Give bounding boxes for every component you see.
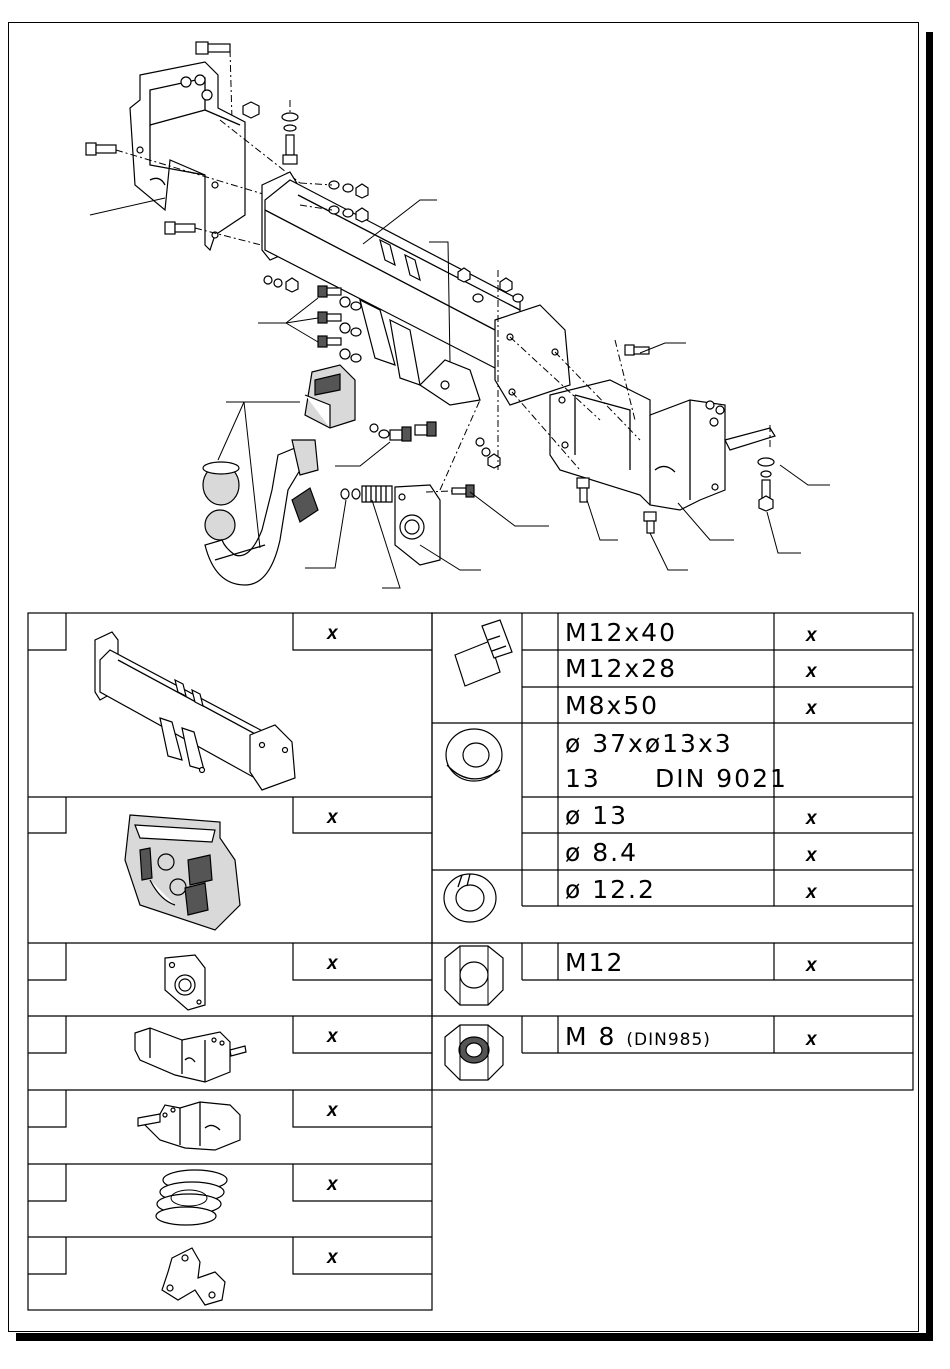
spec-m12x40: M12x40 — [565, 620, 677, 645]
lock-nut-icon — [445, 1025, 503, 1080]
qty-left-row-1: x — [327, 624, 338, 643]
spec-washer-13: ø 13 — [565, 803, 628, 828]
flat-washer-icon — [446, 729, 502, 781]
spec-lock-nut-size: M 8 — [565, 1022, 616, 1051]
spring-washer-icon — [444, 874, 496, 922]
qty-m12x28: x — [806, 662, 817, 681]
lower-bolt-icon — [165, 222, 195, 234]
qty-m8x50: x — [806, 699, 817, 718]
beam-end-plate-icon — [495, 305, 570, 405]
qty-nut-m12: x — [806, 956, 817, 975]
main-beam-icon — [262, 172, 520, 385]
spec-lock-nut-din: (DIN985) — [626, 1030, 711, 1050]
spec-lock-nut-m8: M 8 (DIN985) — [565, 1024, 711, 1049]
vertical-bolt-icon — [282, 113, 298, 164]
qty-left-row-7: x — [327, 1248, 338, 1267]
side-bolt-icon — [86, 143, 116, 155]
qty-washer-13: x — [806, 809, 817, 828]
socket-plate-icon — [165, 955, 205, 1010]
qty-washer-8-4: x — [806, 846, 817, 865]
hanger-plate-icon — [420, 360, 480, 405]
towbar-beam-icon — [95, 632, 295, 790]
mid-bolts-icon — [370, 422, 436, 441]
socket-holder-icon — [162, 1248, 225, 1305]
spec-washer-8-4: ø 8.4 — [565, 840, 638, 865]
top-bolt-icon — [196, 42, 230, 54]
socket-module-icon — [305, 365, 355, 428]
right-vertical-bolt-icon — [758, 458, 774, 511]
cable-plug-icon — [292, 440, 318, 522]
left-bracket-part-icon — [130, 62, 245, 250]
bolt-icon — [455, 620, 512, 686]
qty-lock-nut-m8: x — [806, 1030, 817, 1049]
qty-left-row-3: x — [327, 954, 338, 973]
spec-large-washer-size: 13 — [565, 766, 601, 791]
socket-bolt-icon — [452, 485, 474, 497]
right-parts-table — [432, 613, 913, 1090]
spec-m12x28: M12x28 — [565, 656, 677, 681]
spec-nut-m12: M12 — [565, 950, 624, 975]
qty-left-row-2: x — [327, 808, 338, 827]
qty-spring-washer-12-2: x — [806, 883, 817, 902]
left-parts-table — [28, 613, 432, 1310]
spec-spring-washer-12-2: ø 12.2 — [565, 877, 656, 902]
spec-m8x50: M8x50 — [565, 693, 659, 718]
left-bracket-icon — [135, 1028, 246, 1082]
qty-left-row-4: x — [327, 1027, 338, 1046]
right-bracket-icon — [138, 1102, 240, 1150]
hex-nut-icon — [445, 946, 503, 1005]
qty-left-row-6: x — [327, 1175, 338, 1194]
qty-left-row-5: x — [327, 1101, 338, 1120]
spec-large-washer-dims: ø 37xø13x3 — [565, 731, 733, 756]
electrical-kit-icon — [125, 815, 240, 930]
exploded-view — [86, 42, 830, 588]
qty-m12x40: x — [806, 626, 817, 645]
three-bolts-icon — [318, 286, 361, 362]
top-nut-icon — [243, 102, 259, 118]
beam-nuts-bottom-icon — [264, 276, 298, 292]
spec-large-washer-din: DIN 9021 — [655, 766, 788, 791]
spring-icon — [156, 1170, 227, 1225]
right-bolt-top-icon — [625, 345, 649, 355]
spring-part-icon — [341, 486, 392, 502]
